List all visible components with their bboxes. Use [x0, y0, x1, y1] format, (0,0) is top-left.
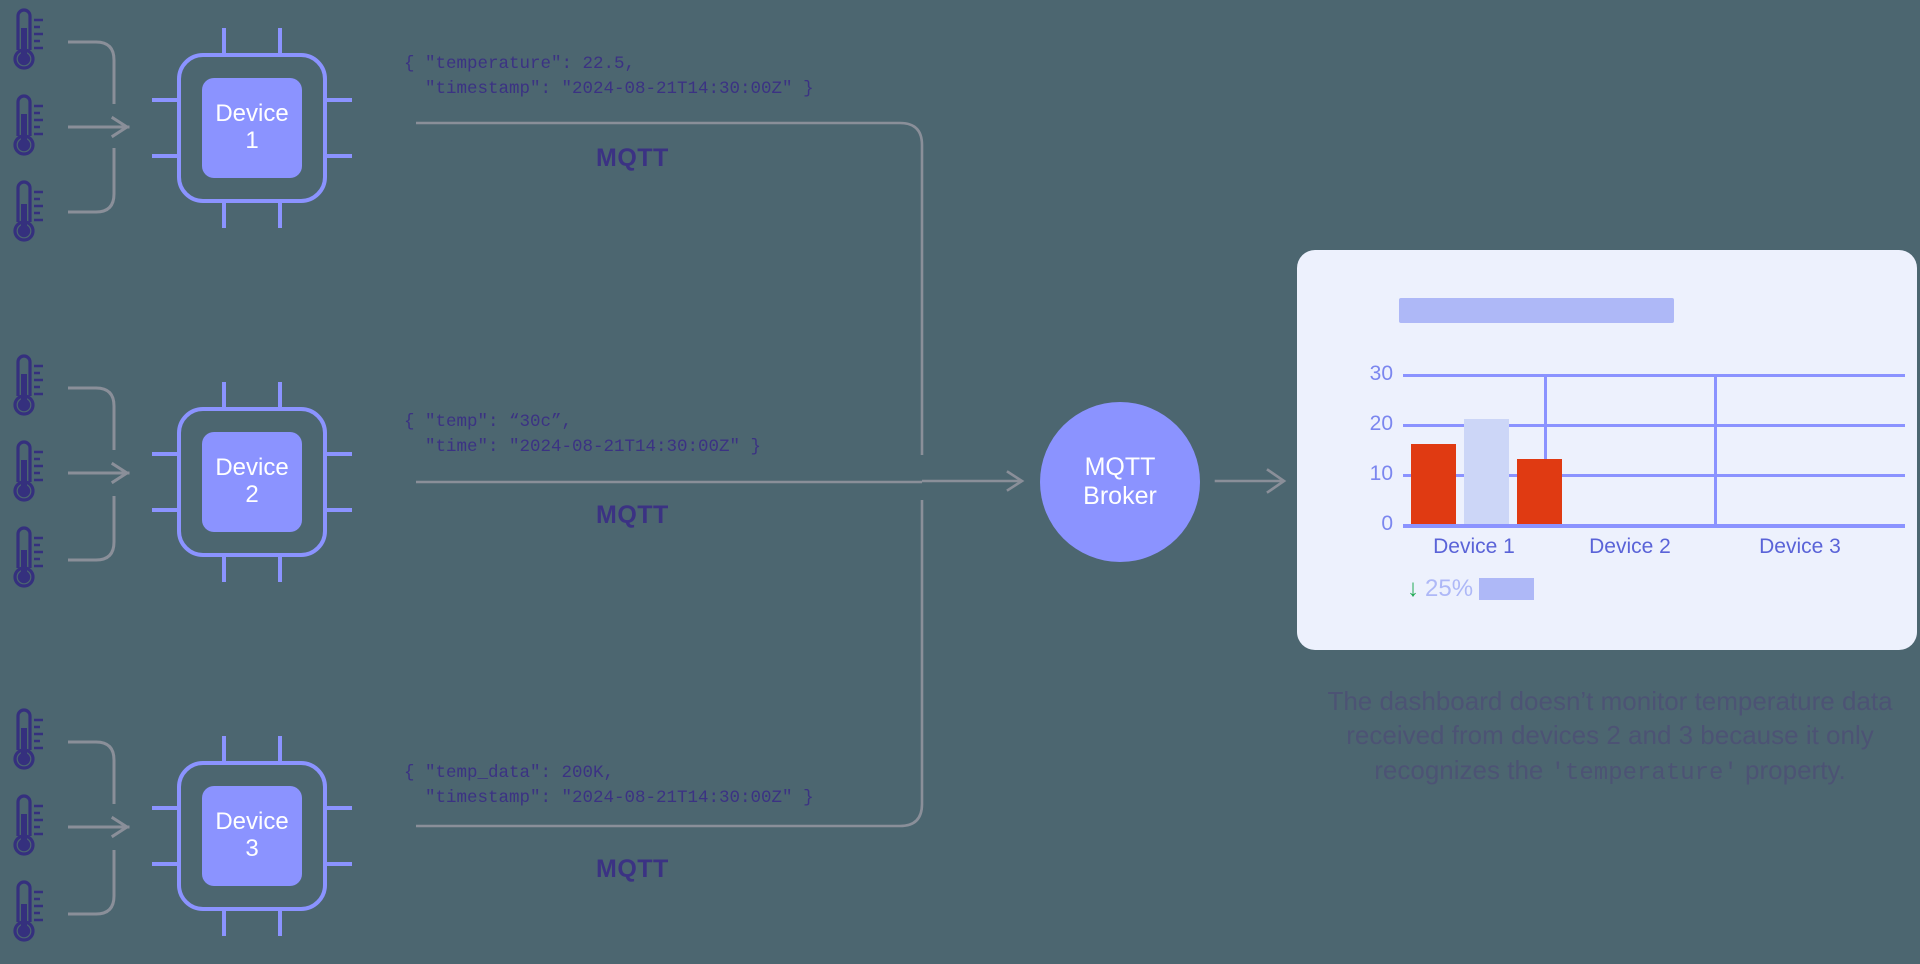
device-1-payload: { "temperature": 22.5, "timestamp": "202… — [404, 52, 814, 103]
chip-pin — [278, 202, 282, 228]
caption-text-after: property. — [1737, 754, 1846, 785]
protocol-label-3: MQTT — [596, 855, 669, 883]
chip-pin — [326, 154, 352, 158]
thermometer-icon — [4, 178, 48, 248]
delta-placeholder-bar — [1479, 578, 1535, 600]
xtick-label-device-1: Device 1 — [1433, 535, 1515, 558]
xtick-label-device-2: Device 2 — [1589, 535, 1671, 558]
bar-device1-a[interactable] — [1411, 444, 1456, 524]
chip-pin — [222, 736, 226, 762]
ytick-label: 10 — [1369, 462, 1393, 485]
ytick-label: 20 — [1369, 412, 1393, 435]
gridline-10 — [1403, 474, 1905, 477]
chip-outline — [177, 53, 327, 203]
device-3-payload: { "temp_data": 200K, "timestamp": "2024-… — [404, 761, 814, 812]
bar-device1-c[interactable] — [1517, 459, 1562, 524]
thermometer-icon — [4, 524, 48, 594]
category-divider-2 — [1714, 374, 1717, 527]
chip-pin — [222, 202, 226, 228]
device-chip-3[interactable]: Device 3 — [152, 736, 352, 936]
thermometer-icon — [4, 92, 48, 162]
category-divider-1 — [1544, 374, 1547, 527]
chip-pin — [222, 910, 226, 936]
device-label-1: Device 1 — [202, 78, 302, 178]
gridline-20 — [1403, 424, 1905, 427]
chip-pin — [278, 382, 282, 408]
device-chip-1[interactable]: Device 1 — [152, 28, 352, 228]
device-label-2: Device 2 — [202, 432, 302, 532]
chip-pin — [326, 508, 352, 512]
chip-pin — [278, 910, 282, 936]
device-label-3: Device 3 — [202, 786, 302, 886]
gridline-30 — [1403, 374, 1905, 377]
xtick-label-device-3: Device 3 — [1759, 535, 1841, 558]
dashboard-card[interactable]: 30 20 10 0 Device 1 Device 2 Device 3 ↓ … — [1297, 250, 1917, 650]
chip-pin — [152, 154, 178, 158]
thermometer-icon — [4, 352, 48, 422]
ytick-label: 30 — [1369, 362, 1393, 385]
mqtt-broker-node[interactable]: MQTT Broker — [1040, 402, 1200, 562]
chip-pin — [152, 806, 178, 810]
chip-pin — [222, 382, 226, 408]
axis-baseline — [1403, 524, 1905, 528]
payload-line: { "temp": “30c”, — [404, 412, 573, 432]
chip-pin — [278, 736, 282, 762]
thermometer-icon — [4, 438, 48, 508]
chip-pin — [222, 556, 226, 582]
chip-pin — [326, 862, 352, 866]
thermometer-icon — [4, 6, 48, 76]
chip-pin — [278, 28, 282, 54]
thermometer-icon — [4, 792, 48, 862]
chip-pin — [326, 98, 352, 102]
title-placeholder-bar — [1399, 298, 1674, 323]
chip-pin — [152, 862, 178, 866]
payload-line: "timestamp": "2024-08-21T14:30:00Z" } — [404, 788, 814, 809]
chip-outline — [177, 761, 327, 911]
chip-pin — [152, 98, 178, 102]
payload-line: "time": "2024-08-21T14:30:00Z" } — [404, 437, 762, 458]
bar-device1-b[interactable] — [1464, 419, 1509, 524]
chip-pin — [152, 508, 178, 512]
payload-line: { "temp_data": 200K, — [404, 763, 615, 783]
ytick-label: 0 — [1381, 512, 1393, 535]
device-2-payload: { "temp": “30c”, "time": "2024-08-21T14:… — [404, 410, 761, 461]
chip-outline — [177, 407, 327, 557]
delta-percent: 25% — [1425, 575, 1474, 602]
payload-line: { "temperature": 22.5, — [404, 54, 636, 74]
chip-pin — [326, 452, 352, 456]
chip-pin — [278, 556, 282, 582]
arrow-down-icon: ↓ — [1407, 575, 1419, 602]
device-chip-2[interactable]: Device 2 — [152, 382, 352, 582]
caption-mono-token: 'temperature' — [1550, 759, 1738, 787]
broker-line-2: Broker — [1083, 482, 1157, 510]
chip-pin — [152, 452, 178, 456]
broker-line-1: MQTT — [1084, 452, 1156, 481]
chip-pin — [326, 806, 352, 810]
chip-pin — [222, 28, 226, 54]
protocol-label-1: MQTT — [596, 144, 669, 172]
thermometer-icon — [4, 878, 48, 948]
payload-line: "timestamp": "2024-08-21T14:30:00Z" } — [404, 79, 814, 100]
protocol-label-2: MQTT — [596, 501, 669, 529]
caption-text-before: The dashboard doesn’t monitor temperatur… — [1327, 686, 1893, 785]
delta-indicator: ↓ 25% — [1407, 575, 1535, 603]
thermometer-icon — [4, 706, 48, 776]
dashboard-caption: The dashboard doesn’t monitor temperatur… — [1290, 684, 1920, 789]
